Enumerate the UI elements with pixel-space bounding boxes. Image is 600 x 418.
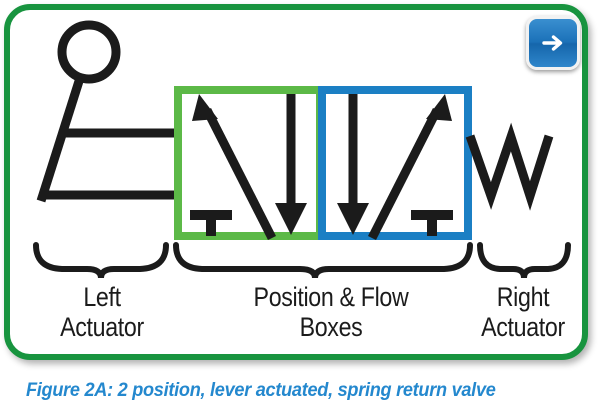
valve-schematic xyxy=(33,20,571,279)
bracket-left-actuator xyxy=(33,242,169,279)
label-position-flow-boxes: Position & Flow Boxes xyxy=(253,282,409,342)
lever-shaft xyxy=(36,76,85,203)
position-box-right xyxy=(318,86,472,241)
bracket-right-actuator xyxy=(477,242,571,279)
arrow-right-icon xyxy=(538,28,568,58)
label-right-actuator: Right Actuator xyxy=(481,282,565,342)
label-left-actuator: Left Actuator xyxy=(60,282,144,342)
flow-arrow-diagonal-up-right xyxy=(367,94,452,241)
flow-arrow-vertical-down-left-box xyxy=(275,94,307,235)
figure-caption: Figure 2A: 2 position, lever actuated, s… xyxy=(26,379,496,401)
left-actuator-lever xyxy=(36,20,178,203)
flow-arrow-diagonal-up-left xyxy=(192,94,277,241)
blocked-port-tee-right xyxy=(411,210,453,236)
next-button[interactable] xyxy=(526,16,580,70)
flow-arrow-vertical-down-right-box xyxy=(337,94,369,235)
lever-knob-icon xyxy=(57,20,121,84)
right-actuator-spring xyxy=(465,122,554,211)
blocked-port-tee-left xyxy=(190,210,232,236)
position-box-left xyxy=(174,86,324,241)
bracket-position-flow-boxes xyxy=(173,242,473,279)
spring-zigzag-icon xyxy=(465,122,554,211)
